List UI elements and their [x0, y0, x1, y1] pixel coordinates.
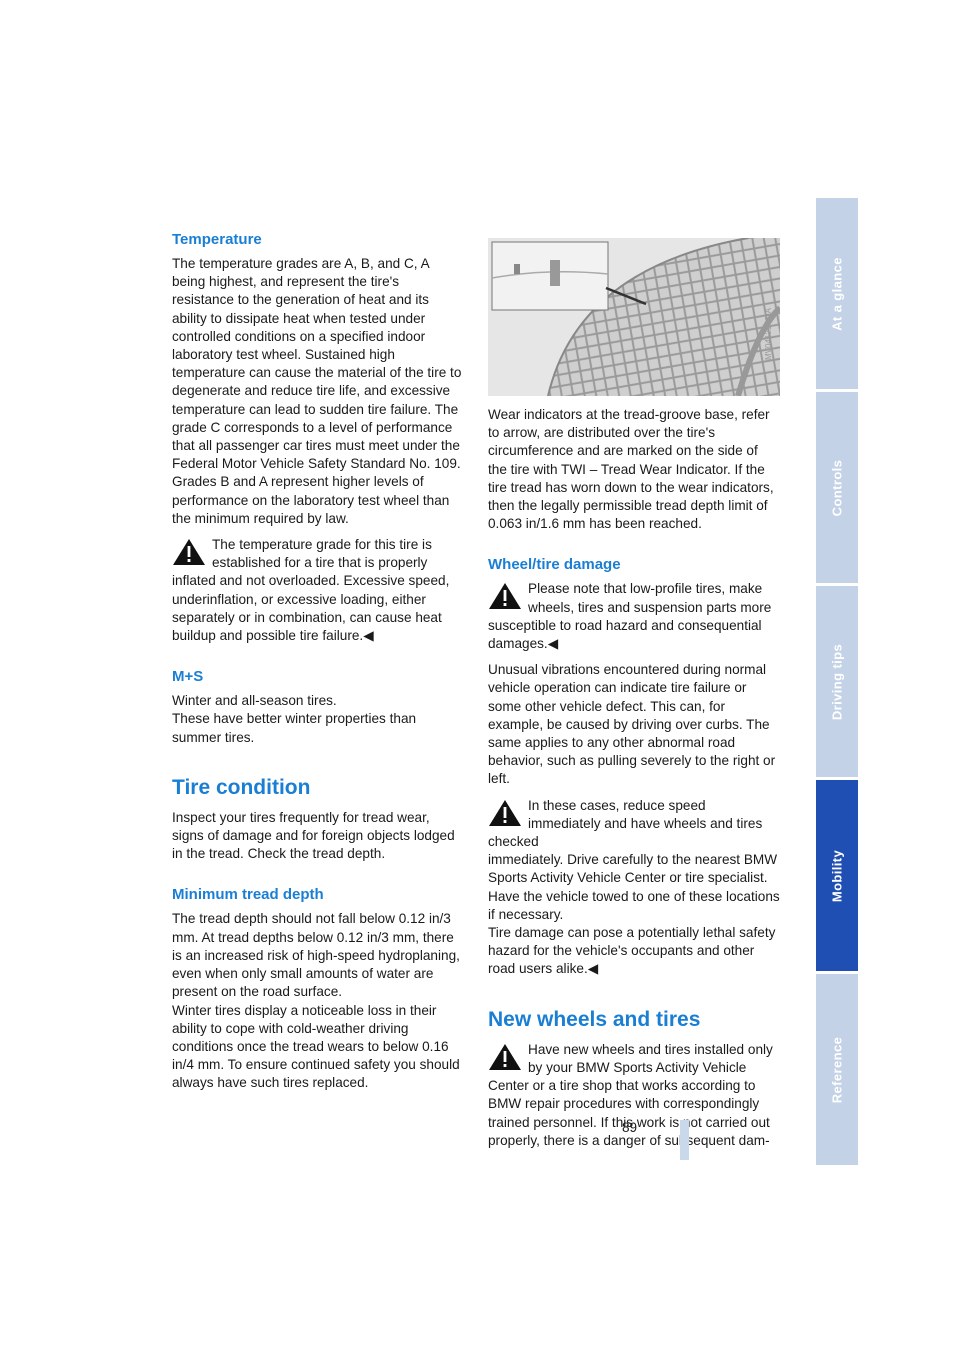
damage-warning-1: Please note that low-profile tires, make…: [488, 580, 780, 653]
damage-warning-2: In these cases, reduce speed immediately…: [488, 797, 780, 979]
tab-mobility[interactable]: Mobility: [816, 780, 858, 971]
damage-warning-2-text-2: immediately. Drive carefully to the near…: [488, 852, 780, 922]
min-tread-body-1: The tread depth should not fall below 0.…: [172, 911, 460, 1000]
damage-body: Unusual vibrations encountered during no…: [488, 662, 776, 787]
damage-warning-1-text-1: Please note that low-profile tires, make…: [528, 581, 772, 615]
warning-triangle-icon: [172, 538, 206, 566]
damage-heading: Wheel/tire damage: [488, 556, 621, 574]
tab-controls[interactable]: Controls: [816, 392, 858, 583]
page-number: 89: [622, 1120, 638, 1135]
temperature-heading: Temperature: [172, 231, 262, 248]
tire-tread-photo: [488, 238, 780, 396]
min-tread-heading: Minimum tread depth: [172, 886, 324, 904]
warning-triangle-icon: [488, 1043, 522, 1071]
min-tread-body-2: Winter tires display a noticeable loss i…: [172, 1002, 460, 1091]
ms-heading: M+S: [172, 668, 204, 686]
new-wheels-heading: New wheels and tires: [488, 1007, 701, 1031]
new-wheels-warning: Have new wheels and tires installed only…: [488, 1041, 780, 1150]
warning-triangle-icon: [488, 582, 522, 610]
temperature-warning-text-1: The temperature grade for this tire is e…: [212, 537, 432, 571]
temperature-warning-text-2: inflated and not overloaded. Excessive s…: [172, 573, 450, 644]
temperature-warning: The temperature grade for this tire is e…: [172, 536, 464, 645]
tire-condition-heading: Tire condition: [172, 775, 311, 799]
photo-code: MV04121CMA: [764, 307, 773, 360]
temperature-body: The temperature grades are A, B, and C, …: [172, 256, 462, 526]
new-wheels-warning-text-2: Center or a tire shop that works accordi…: [488, 1078, 770, 1148]
damage-warning-2-text-3: Tire damage can pose a potentially letha…: [488, 925, 776, 977]
page-number-bar: [680, 1120, 689, 1160]
tire-condition-body: Inspect your tires frequently for tread …: [172, 809, 455, 862]
left-column: Temperature The temperature grades are A…: [172, 230, 464, 1101]
tab-driving-tips[interactable]: Driving tips: [816, 586, 858, 777]
warning-triangle-icon: [488, 799, 522, 827]
new-wheels-warning-text-1: Have new wheels and tires installed only…: [528, 1041, 773, 1075]
wear-indicator-body: Wear indicators at the tread-groove base…: [488, 407, 774, 532]
right-column: Wear indicators at the tread-groove base…: [488, 230, 780, 1158]
damage-warning-2-text-1: In these cases, reduce speed immediately…: [488, 797, 763, 850]
tab-at-a-glance[interactable]: At a glance: [816, 198, 858, 389]
tab-reference[interactable]: Reference: [816, 974, 858, 1165]
chapter-tabs: At a glance Controls Driving tips Mobili…: [816, 198, 858, 1168]
ms-line-2: These have better winter properties than…: [172, 711, 417, 745]
damage-warning-1-text-2: susceptible to road hazard and consequen…: [488, 617, 762, 652]
ms-line-1: Winter and all-season tires.: [172, 693, 337, 709]
